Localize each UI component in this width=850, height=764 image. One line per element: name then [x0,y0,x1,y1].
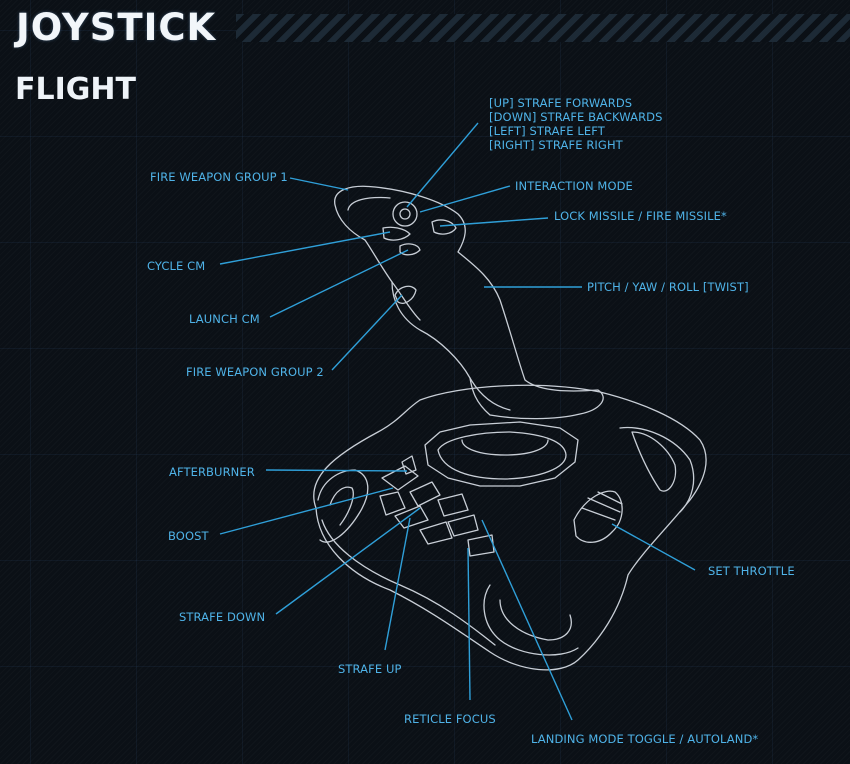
label-strafe-backwards: [DOWN] STRAFE BACKWARDS [489,110,663,124]
page-title: JOYSTICK [16,6,217,49]
leader-reticle [467,547,471,701]
leader-landing [481,519,573,721]
label-interaction-mode: INTERACTION MODE [515,179,633,193]
leader-launch-cm [269,249,409,318]
leader-throttle [611,523,696,571]
label-launch-cm: LAUNCH CM [189,312,260,326]
label-afterburner: AFTERBURNER [169,465,255,479]
label-strafe-left: [LEFT] STRAFE LEFT [489,124,605,138]
leader-lines [219,122,696,721]
label-fire-weapon-group-2: FIRE WEAPON GROUP 2 [186,365,324,379]
label-set-throttle: SET THROTTLE [708,564,795,578]
label-cycle-cm: CYCLE CM [147,259,206,273]
label-pitch-yaw-roll: PITCH / YAW / ROLL [TWIST] [587,280,749,294]
label-boost: BOOST [168,529,209,543]
label-lock-missile: LOCK MISSILE / FIRE MISSILE* [554,209,727,223]
leader-boost [219,487,394,535]
leader-strafe-up [384,517,411,651]
leader-fire-group-2 [331,294,403,371]
label-strafe-directions: [UP] STRAFE FORWARDS [DOWN] STRAFE BACKW… [489,96,663,152]
label-landing-mode: LANDING MODE TOGGLE / AUTOLAND* [531,732,759,746]
label-reticle-focus: RETICLE FOCUS [404,712,496,726]
section-title: FLIGHT [15,72,136,107]
label-strafe-down: STRAFE DOWN [179,610,266,624]
title-stripe-decoration [236,14,850,42]
leader-strafe [406,122,479,208]
label-fire-weapon-group-1: FIRE WEAPON GROUP 1 [150,170,288,184]
joystick-outline [313,185,707,671]
leader-fire-group-1 [289,177,349,191]
leader-interaction-mode [419,185,511,213]
leader-afterburner [265,469,408,472]
leader-lock-missile [439,217,549,227]
leader-strafe-down [275,507,421,615]
leader-cycle-cm [219,231,391,265]
label-strafe-up: STRAFE UP [338,662,402,676]
label-strafe-forwards: [UP] STRAFE FORWARDS [489,96,633,110]
label-strafe-right: [RIGHT] STRAFE RIGHT [489,138,623,152]
